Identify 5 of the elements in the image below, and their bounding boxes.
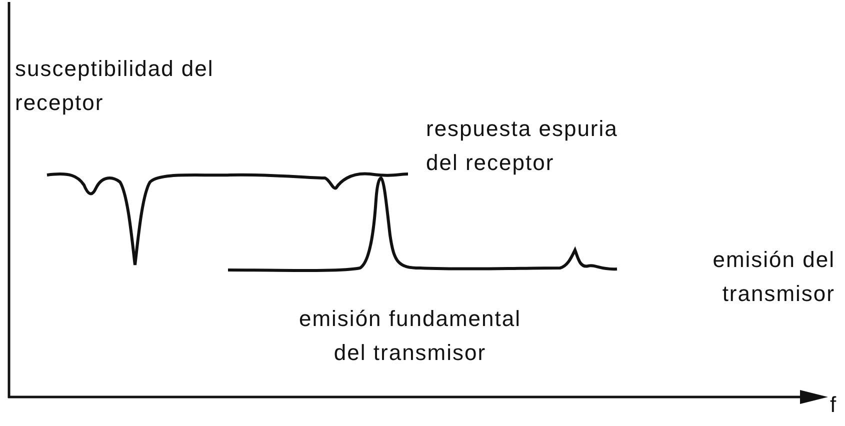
curve-label: respuesta espuria del receptor <box>426 115 619 177</box>
curve-label: susceptibilidad del receptor <box>15 55 215 117</box>
curve-label: emisión fundamental del transmisor <box>298 305 522 367</box>
axis-label: f <box>830 391 838 419</box>
curve-label: emisión del transmisor <box>712 246 835 308</box>
